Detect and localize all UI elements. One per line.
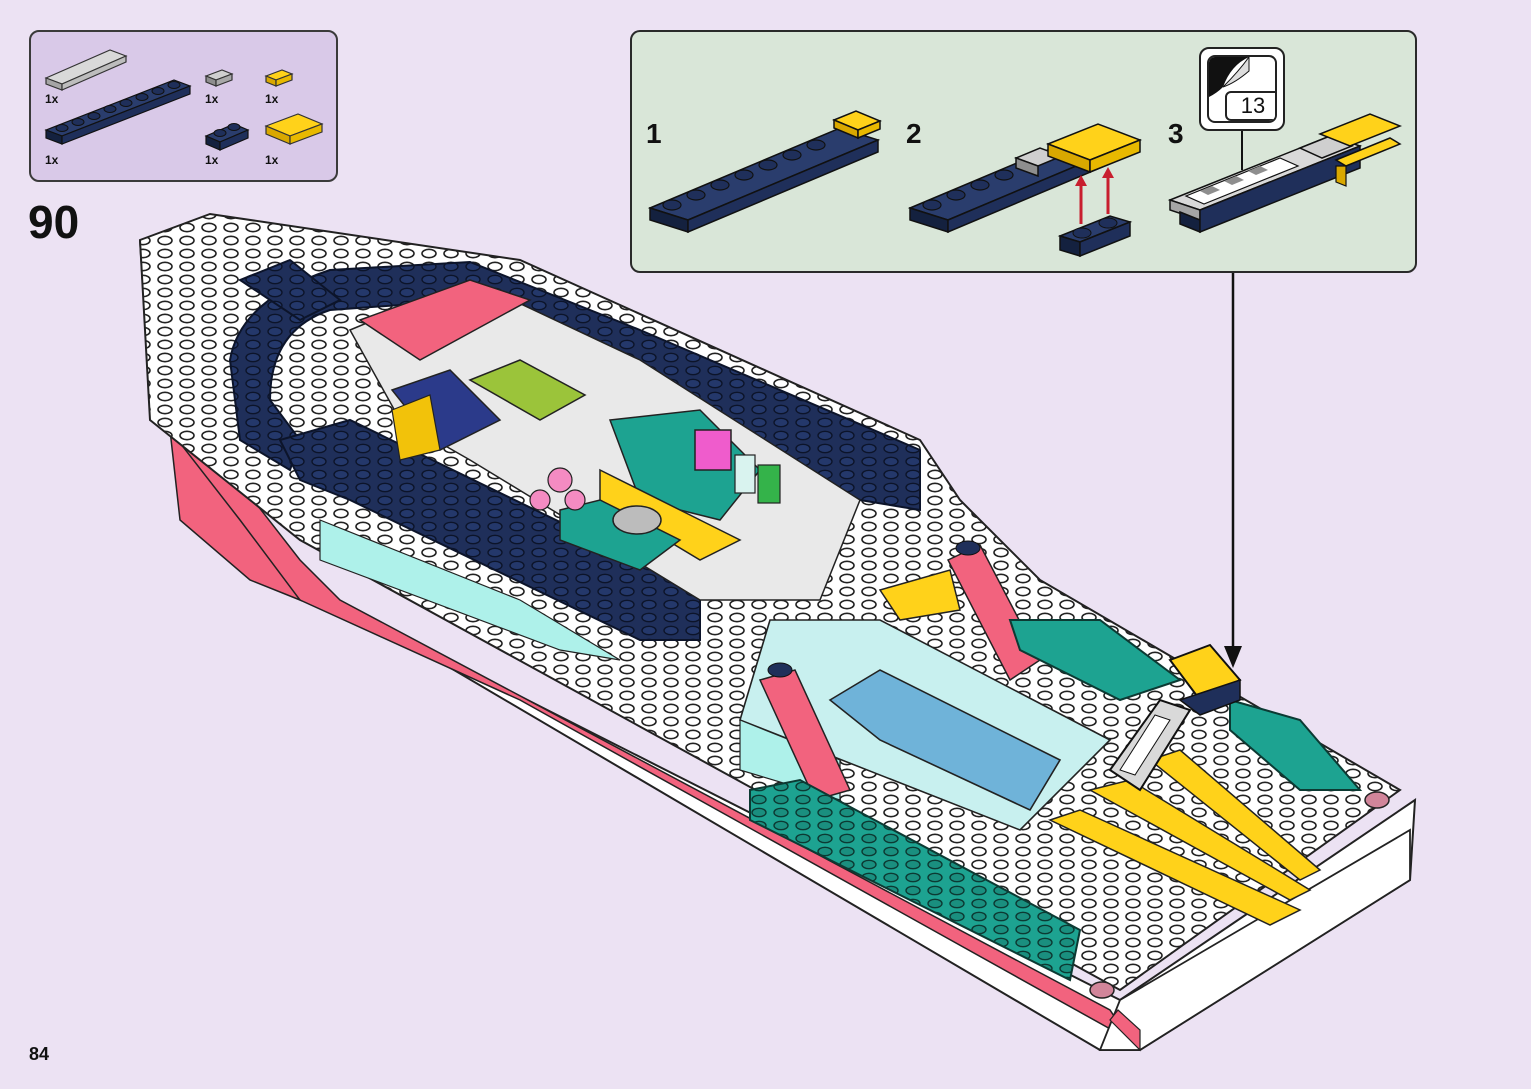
substep-number: 2 bbox=[906, 118, 922, 149]
page-number: 84 bbox=[29, 1044, 50, 1064]
navy-plate-short-icon bbox=[204, 123, 250, 151]
part-qty: 1x bbox=[205, 153, 219, 167]
light-grey-tile-icon bbox=[44, 49, 128, 91]
sticker-icon: 13 bbox=[1207, 55, 1277, 123]
navy-plate-long-icon bbox=[44, 79, 192, 145]
pink-pillar bbox=[758, 540, 1041, 801]
callout-arrow bbox=[1224, 273, 1242, 668]
substep-number: 1 bbox=[646, 118, 662, 149]
part-qty: 1x bbox=[45, 92, 59, 106]
substep1-assembly-icon bbox=[647, 110, 882, 234]
new-part-highlight bbox=[1108, 643, 1242, 792]
part-qty: 1x bbox=[205, 92, 219, 106]
hull-side bbox=[139, 239, 1417, 1052]
parts-list-box bbox=[29, 30, 338, 182]
substep-number: 3 bbox=[1168, 118, 1184, 149]
stern-yellow-stripes bbox=[1047, 749, 1322, 926]
step-number: 90 bbox=[28, 196, 80, 248]
substep3-assembly-icon bbox=[1167, 113, 1403, 234]
sticker-callout: 13 bbox=[1199, 47, 1285, 131]
part-qty: 1x bbox=[265, 153, 279, 167]
teal-bench bbox=[749, 569, 1363, 982]
part-qty: 1x bbox=[265, 92, 279, 106]
pink-knob bbox=[1089, 791, 1390, 999]
grey-tile-small-icon bbox=[204, 69, 234, 87]
yellow-tile-large-icon bbox=[264, 113, 324, 145]
substep2-assembly-icon bbox=[907, 123, 1143, 258]
sticker-number: 13 bbox=[1225, 91, 1275, 121]
yellow-tile-small-icon bbox=[264, 69, 294, 87]
cabin-interior bbox=[319, 279, 861, 661]
part-qty: 1x bbox=[45, 153, 59, 167]
substep-callout-box bbox=[630, 30, 1417, 273]
